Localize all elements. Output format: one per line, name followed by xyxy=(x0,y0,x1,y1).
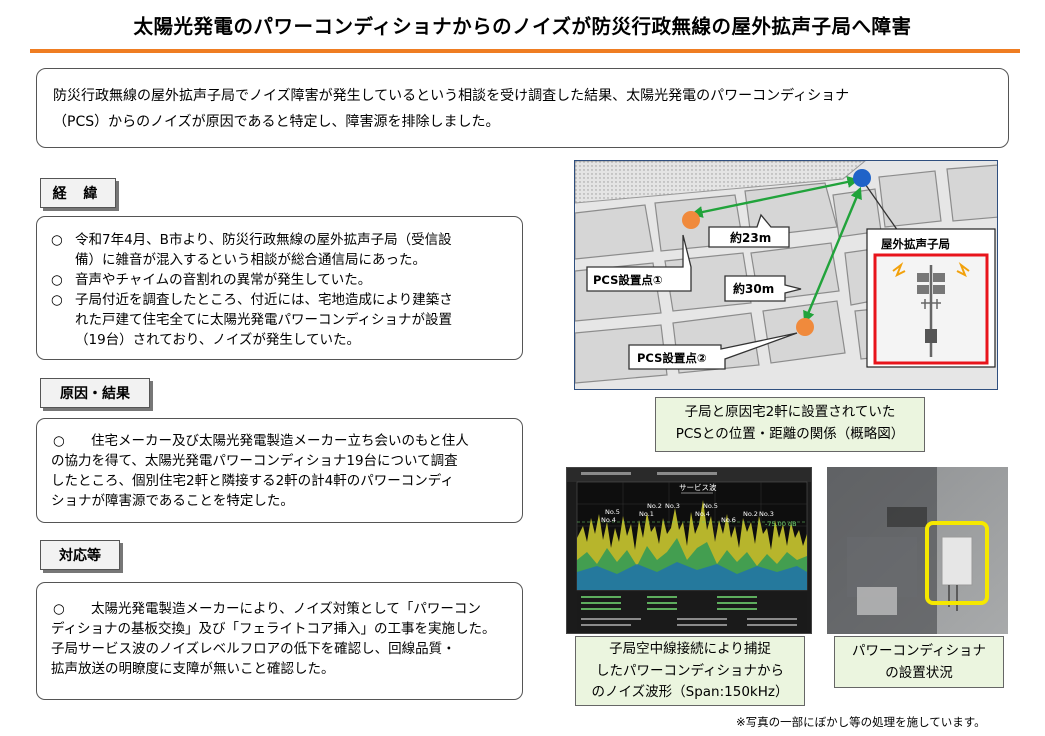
peak-label: No.5 xyxy=(703,502,718,510)
peak-label: No.4 xyxy=(695,510,710,518)
pcs-marker-1 xyxy=(682,211,700,229)
distance-label-2: 約30m xyxy=(733,281,774,296)
peak-label: No.2 xyxy=(647,502,662,510)
station-label: 屋外拡声子局 xyxy=(881,237,950,251)
cause-item: ○ 住宅メーカー及び太陽光発電製造メーカー立ち会いのもと住人 xyxy=(53,433,469,449)
peak-label: No.2 xyxy=(743,510,758,518)
background-item-3: ○ 子局付近を調査したところ、付近には、宅地造成により建築さ れた戸建て住宅全て… xyxy=(51,292,453,348)
pcs-marker-2 xyxy=(796,318,814,336)
distance-line-1 xyxy=(690,176,860,218)
spectrum-screenshot: サービス波 No.5 No.4 No.2 No.3 No.1 No.5 No.4… xyxy=(566,467,812,634)
pcs-photo-svg xyxy=(827,467,1008,634)
page-title: 太陽光発電のパワーコンディショナからのノイズが防災行政無線の屋外拡声子局へ障害 xyxy=(133,15,912,38)
background-box: ○ 令和7年4月、B市より、防災行政無線の屋外拡声子局（受信設 備）に雑音が混入… xyxy=(36,216,523,360)
bullet-mark: ○ xyxy=(51,272,63,288)
bullet-mark: ○ xyxy=(51,232,63,248)
cause-box: ○ 住宅メーカー及び太陽光発電製造メーカー立ち会いのもと住人 の協力を得て、太陽… xyxy=(36,418,523,523)
photo-caption: パワーコンディショナ の設置状況 xyxy=(834,636,1004,688)
pcs-callout-1 xyxy=(586,234,692,292)
level-readout: -75.00 dB xyxy=(765,520,797,528)
bullet-mark: ○ xyxy=(53,601,65,617)
distance-callout-1 xyxy=(708,213,790,248)
peak-label: No.3 xyxy=(759,510,774,518)
speaker-pole-icon xyxy=(917,265,945,357)
map-caption: 子局と原因宅2軒に設置されていた PCSとの位置・距離の関係（概略図） xyxy=(655,397,925,452)
service-wave-label: サービス波 xyxy=(679,482,717,492)
summary-line-1: 防災行政無線の屋外拡声子局でノイズ障害が発生しているという相談を受け調査した結果… xyxy=(53,88,850,104)
background-item-1: ○ 令和7年4月、B市より、防災行政無線の屋外拡声子局（受信設 備）に雑音が混入… xyxy=(51,232,452,268)
distance-callout-2 xyxy=(724,275,802,302)
distance-line-2 xyxy=(803,186,862,324)
peak-label: No.4 xyxy=(601,516,616,524)
background-item-2: ○ 音声やチャイムの音割れの異常が発生していた。 xyxy=(51,272,372,288)
response-item: ○ 太陽光発電製造メーカーにより、ノイズ対策として「パワーコン xyxy=(53,601,481,617)
peak-label: No.3 xyxy=(665,502,680,510)
response-box: ○ 太陽光発電製造メーカーにより、ノイズ対策として「パワーコン ディショナの基板… xyxy=(36,582,523,700)
pcs-point-label-1: PCS設置点① xyxy=(593,273,663,287)
pcs-point-label-2: PCS設置点② xyxy=(637,351,707,365)
spectrum-svg: サービス波 No.5 No.4 No.2 No.3 No.1 No.5 No.4… xyxy=(567,468,811,633)
noise-icon-right xyxy=(956,262,970,278)
pcs-highlight-frame xyxy=(925,521,989,605)
pcs-photo xyxy=(827,467,1008,634)
bullet-mark: ○ xyxy=(53,433,65,449)
noise-icon-left xyxy=(892,262,906,278)
title-divider xyxy=(30,49,1020,53)
bullet-mark: ○ xyxy=(51,292,63,308)
section-label-response: 対応等 xyxy=(40,540,120,570)
map-svg: 約23m 約30m PCS設置点① PCS設置点② 屋外拡声子局 xyxy=(575,161,997,389)
peak-label: No.5 xyxy=(605,508,620,516)
location-map: 約23m 約30m PCS設置点① PCS設置点② 屋外拡声子局 xyxy=(574,160,998,390)
peak-label: No.1 xyxy=(639,510,654,518)
spectrum-caption: 子局空中線接続により捕捉 したパワーコンディショナから のノイズ波形（Span:… xyxy=(575,636,805,706)
station-marker xyxy=(853,169,871,187)
pcs-callout-2 xyxy=(628,332,798,370)
peak-label: No.6 xyxy=(721,516,736,524)
section-label-background: 経 緯 xyxy=(40,178,116,208)
summary-box: 防災行政無線の屋外拡声子局でノイズ障害が発生しているという相談を受け調査した結果… xyxy=(36,68,1009,148)
section-label-cause: 原因・結果 xyxy=(40,378,150,408)
summary-line-2: （PCS）からのノイズが原因であると特定し、障害源を排除しました。 xyxy=(53,114,500,130)
footnote: ※写真の一部にぼかし等の処理を施しています。 xyxy=(736,715,986,729)
distance-label-1: 約23m xyxy=(730,230,771,245)
